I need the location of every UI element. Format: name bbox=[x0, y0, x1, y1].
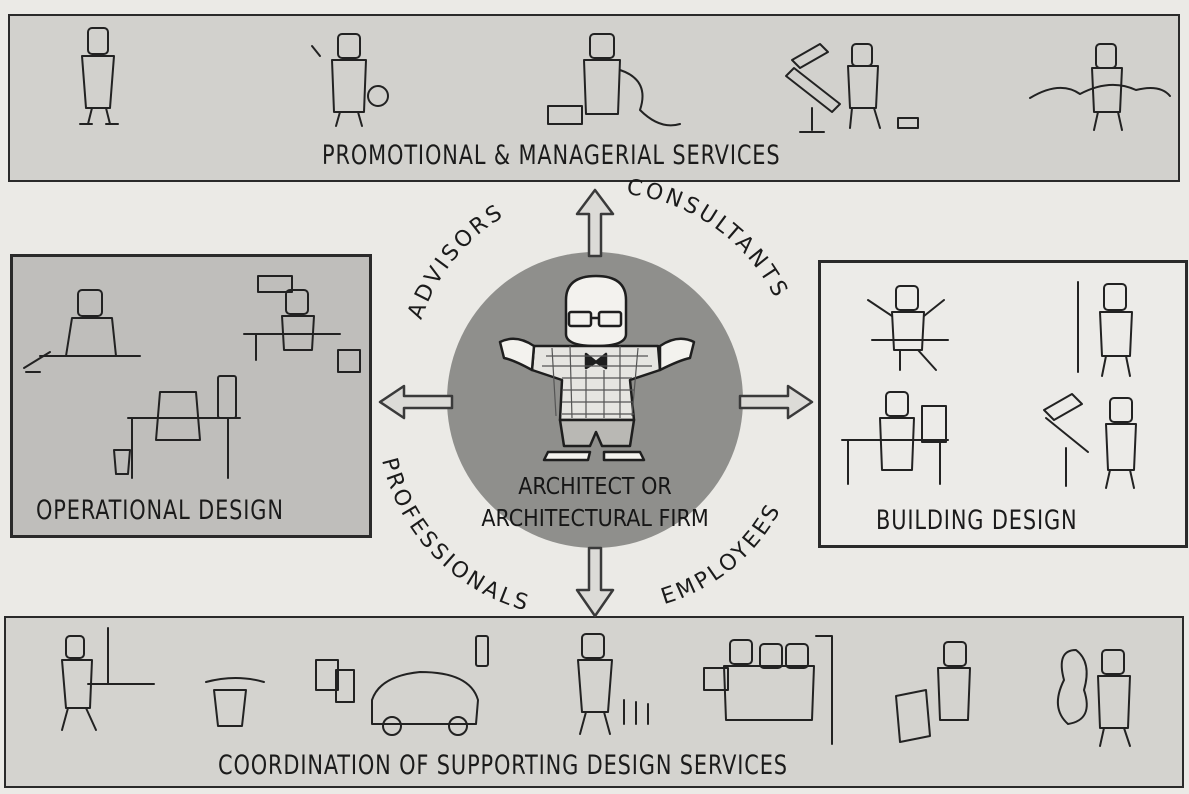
arrow-up bbox=[575, 188, 615, 258]
table-sketch-figure bbox=[205, 677, 265, 727]
desk-man-figure bbox=[243, 275, 361, 373]
arrow-right bbox=[738, 384, 814, 420]
landscape-man-figure bbox=[1029, 43, 1171, 131]
drafting-table-man-figure bbox=[61, 627, 155, 731]
car-figure bbox=[315, 659, 479, 736]
traffic-light-figure bbox=[475, 635, 489, 667]
supporting-services-label: COORDINATION OF SUPPORTING DESIGN SERVIC… bbox=[218, 750, 788, 781]
worried-man-figure bbox=[79, 27, 119, 125]
thinking-man-figure bbox=[23, 289, 141, 373]
drafting-man-figure bbox=[785, 43, 919, 133]
plants-man-figure bbox=[577, 633, 649, 735]
center-title-line2: ARCHITECTURAL FIRM bbox=[481, 506, 708, 532]
supporting-services-panel bbox=[4, 616, 1184, 788]
operational-design-panel bbox=[10, 254, 372, 538]
center-title-line1: ARCHITECT OR bbox=[518, 474, 672, 500]
arrow-down bbox=[575, 546, 615, 618]
promotional-managerial-label: PROMOTIONAL & MANAGERIAL SERVICES bbox=[322, 140, 781, 171]
window-man-figure bbox=[895, 641, 971, 743]
operational-design-label: OPERATIONAL DESIGN bbox=[36, 495, 284, 526]
money-bag-man-figure bbox=[311, 33, 389, 127]
plaid-pattern bbox=[542, 345, 652, 419]
engineers-group-figure bbox=[703, 635, 833, 745]
draftsman-figure bbox=[1043, 393, 1137, 489]
arrow-left bbox=[378, 384, 454, 420]
craftsman-figure bbox=[841, 391, 949, 485]
surveyor-figure bbox=[1077, 281, 1133, 377]
promotional-managerial-panel bbox=[8, 14, 1180, 182]
sculptor-figure bbox=[1057, 649, 1131, 747]
building-design-label: BUILDING DESIGN bbox=[876, 505, 1078, 536]
arms-open-man-figure bbox=[867, 285, 949, 371]
scroll-man-figure bbox=[547, 33, 681, 127]
paperwork-man-figure bbox=[113, 375, 241, 479]
